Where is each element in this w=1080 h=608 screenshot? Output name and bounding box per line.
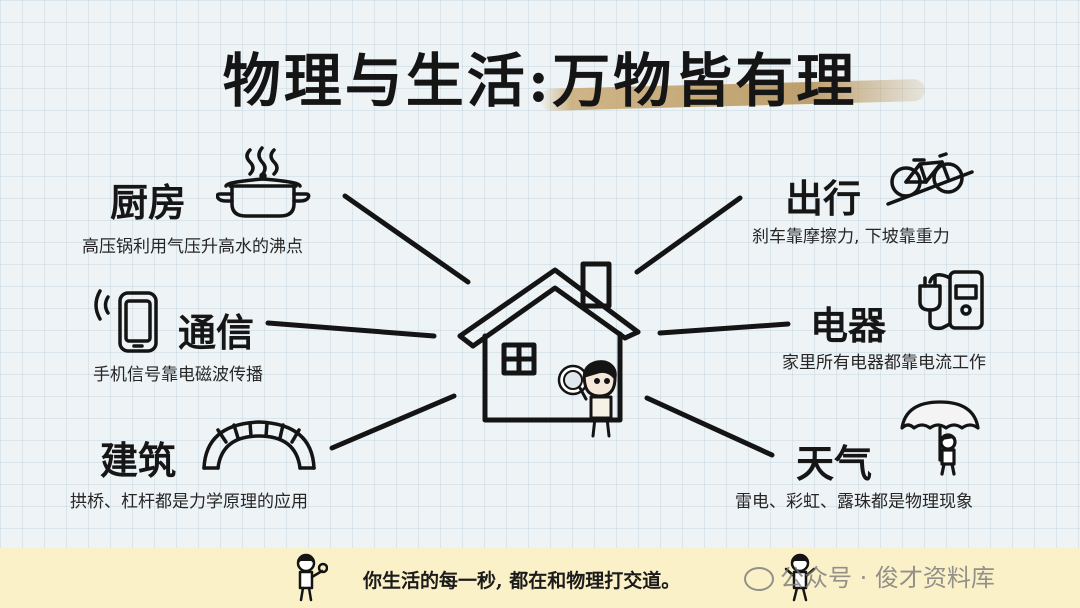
- topic-weather-desc: 雷电、彩虹、露珠都是物理现象: [735, 492, 973, 512]
- footer-kid-right-icon: [784, 553, 816, 602]
- arch-bridge-icon: [202, 420, 316, 470]
- bicycle-icon: [886, 152, 974, 206]
- pot-icon: [216, 146, 311, 218]
- topic-kitchen-name: 厨房: [110, 180, 187, 225]
- watermark: 公众号 · 俊才资料库: [744, 558, 995, 593]
- topic-communication: 通信: [178, 302, 254, 357]
- topic-travel-name: 出行: [785, 176, 862, 221]
- watermark-text: 公众号 · 俊才资料库: [780, 564, 995, 592]
- topic-travel-desc: 刹车靠摩擦力, 下坡靠重力: [752, 227, 950, 247]
- topic-kitchen: 厨房: [110, 172, 186, 227]
- footer-banner: [0, 548, 1080, 608]
- topic-appliance: 电器: [810, 295, 886, 350]
- plug-appliance-icon: [918, 270, 984, 331]
- umbrella-kid-icon: [900, 400, 980, 476]
- topic-communication-name: 通信: [178, 310, 255, 355]
- topic-weather-name: 天气: [796, 441, 873, 486]
- topic-kitchen-desc: 高压锅利用气压升高水的沸点: [82, 237, 303, 257]
- topic-appliance-desc: 家里所有电器都靠电流工作: [782, 353, 986, 373]
- topic-weather: 天气: [796, 433, 872, 488]
- phone-signal-icon: [94, 289, 158, 353]
- topic-building-name: 建筑: [100, 438, 177, 483]
- topic-building: 建筑: [100, 430, 176, 485]
- kid-with-magnifier-icon: [557, 360, 617, 438]
- footer-slogan: 你生活的每一秒, 都在和物理打交道。: [363, 570, 681, 592]
- topic-building-desc: 拱桥、杠杆都是力学原理的应用: [70, 492, 308, 512]
- footer-kid-left-icon: [296, 553, 328, 602]
- topic-communication-desc: 手机信号靠电磁波传播: [93, 365, 263, 385]
- topic-travel: 出行: [785, 168, 861, 223]
- house-icon: [457, 261, 641, 438]
- wechat-icon: [744, 567, 774, 591]
- topic-appliance-name: 电器: [810, 303, 887, 348]
- page-title: 物理与生活:万物皆有理: [222, 47, 858, 115]
